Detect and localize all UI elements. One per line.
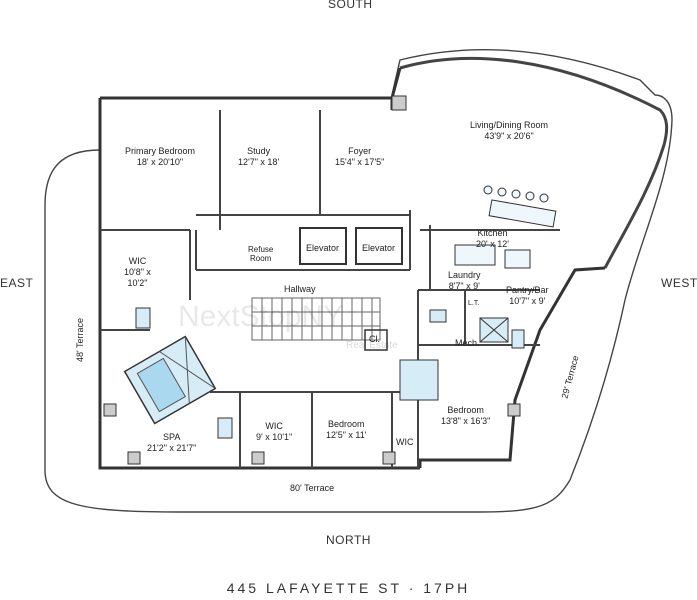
room-primary-bedroom-dims: 18' x 20'10" — [136, 157, 184, 167]
room-elevator-1-name: Elevator — [306, 243, 340, 253]
room-bedroom-mid-dims: 12'5" x 11' — [326, 430, 367, 440]
room-wic-small-name: WIC — [396, 437, 414, 447]
room-wic-primary-dims: 10'8" x — [124, 267, 151, 277]
watermark-sub: Real Estate — [346, 340, 398, 351]
room-pantry-name: Pantry/Bar — [506, 285, 549, 295]
room-lt: L.T. — [468, 298, 479, 309]
room-bedroom-mid: Bedroom 12'5" x 11' — [326, 419, 367, 441]
compass-north: NORTH — [326, 533, 371, 547]
terrace-east-label: 48' Terrace — [75, 317, 86, 363]
stairs — [251, 297, 381, 341]
room-foyer-name: Foyer — [348, 146, 372, 156]
room-foyer: Foyer 15'4" x 17'5" — [335, 146, 384, 168]
room-wic-small: WIC — [396, 437, 414, 448]
room-wic-primary-name: WIC — [128, 256, 147, 266]
room-wic-hall-dims: 9' x 10'1" — [256, 432, 293, 442]
room-refuse: Refuse Room — [248, 245, 273, 263]
room-living-dining: Living/Dining Room 43'9" x 20'6" — [470, 120, 548, 142]
room-elevator-2-name: Elevator — [362, 243, 396, 253]
watermark-brand: NextStopNY — [178, 300, 344, 333]
elevator-box-1 — [299, 227, 347, 265]
terrace-outline — [44, 48, 673, 513]
room-kitchen: Kitchen 20' x 12' — [476, 228, 509, 250]
room-spa-dims: 21'2" x 21'7" — [147, 443, 197, 453]
room-wic-hall-name: WIC — [265, 421, 283, 431]
compass-south: SOUTH — [328, 0, 373, 11]
room-kitchen-name: Kitchen — [477, 228, 508, 238]
room-spa: SPA 21'2" x 21'7" — [147, 432, 196, 454]
compass-west: WEST — [661, 276, 697, 290]
room-elevator-2: Elevator — [362, 243, 395, 254]
room-mech: Mech. — [455, 338, 480, 349]
room-laundry-name: Laundry — [448, 270, 481, 280]
closet-cl-box — [364, 329, 388, 351]
room-laundry: Laundry 8'7" x 9' — [448, 270, 481, 292]
room-wic-hall: WIC 9' x 10'1" — [256, 421, 292, 443]
room-refuse-name: Refuse — [248, 245, 274, 254]
room-bedroom-east-dims: 13'8" x 16'3" — [441, 416, 491, 426]
room-bedroom-east-name: Bedroom — [447, 405, 484, 415]
room-cl: Cl. — [369, 334, 380, 345]
room-laundry-dims: 8'7" x 9' — [448, 281, 480, 291]
room-lt-name: L.T. — [468, 300, 480, 307]
room-refuse-name2: Room — [250, 254, 272, 263]
kitchen-island — [454, 185, 557, 269]
compass-east: EAST — [0, 276, 34, 290]
room-primary-bedroom-name: Primary Bedroom — [125, 146, 196, 156]
room-study-dims: 12'7" x 18' — [238, 157, 280, 167]
room-bedroom-east: Bedroom 13'8" x 16'3" — [441, 405, 490, 427]
room-cl-name: Cl. — [369, 334, 380, 344]
address-footer: 445 LAFAYETTE ST · 17PH — [226, 580, 471, 596]
room-bedroom-mid-name: Bedroom — [327, 419, 365, 429]
room-spa-name: SPA — [163, 432, 181, 442]
room-foyer-dims: 15'4" x 17'5" — [335, 157, 385, 167]
room-study: Study 12'7" x 18' — [238, 146, 279, 168]
room-pantry: Pantry/Bar 10'7" x 9' — [506, 285, 549, 307]
room-hallway-name: Hallway — [284, 284, 316, 294]
terrace-north-label: 80' Terrace — [290, 483, 335, 493]
room-living-dims: 43'9" x 20'6" — [484, 131, 534, 141]
room-mech-name: Mech. — [455, 338, 480, 348]
elevator-box-2 — [355, 227, 403, 265]
columns — [103, 95, 521, 465]
room-elevator-1: Elevator — [306, 243, 339, 254]
room-primary-bedroom: Primary Bedroom 18' x 20'10" — [125, 146, 195, 168]
room-kitchen-dims: 20' x 12' — [476, 239, 509, 249]
room-pantry-dims: 10'7" x 9' — [509, 296, 546, 306]
interior-walls — [100, 110, 560, 468]
room-hallway: Hallway — [284, 284, 316, 295]
room-wic-primary: WIC 10'8" x 10'2" — [124, 256, 151, 289]
room-living-name: Living/Dining Room — [470, 120, 549, 130]
bathroom-fixtures — [135, 307, 525, 439]
living-curved-wall — [399, 56, 669, 269]
spa-tub — [123, 335, 217, 425]
room-study-name: Study — [247, 146, 271, 156]
room-wic-primary-dims2: 10'2" — [127, 278, 148, 288]
